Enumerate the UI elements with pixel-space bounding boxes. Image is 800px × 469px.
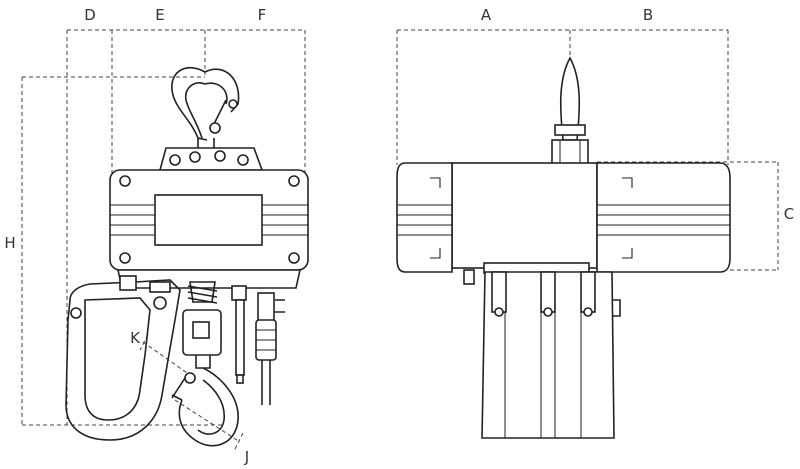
label-c: C <box>784 205 794 223</box>
cable-gland <box>255 292 285 405</box>
label-f: F <box>258 6 267 24</box>
hoist-side-view <box>65 66 309 447</box>
dimension-lines-right <box>396 29 779 271</box>
label-j: J <box>244 448 249 466</box>
label-k: K <box>130 329 141 347</box>
label-b: B <box>643 6 653 24</box>
label-e: E <box>155 6 164 24</box>
front-top-hook <box>551 56 589 167</box>
top-hook <box>171 66 240 151</box>
hoist-front-view <box>396 56 731 439</box>
lower-frame <box>117 269 301 289</box>
bottom-hook <box>171 367 239 447</box>
left-motor-cover <box>396 162 453 273</box>
limit-rod <box>231 285 247 384</box>
label-d: D <box>84 6 96 24</box>
front-body <box>451 162 598 269</box>
chain-bucket <box>65 279 181 441</box>
front-chain-box <box>481 271 621 439</box>
label-a: A <box>481 6 492 24</box>
bottom-hook-block <box>182 281 222 369</box>
label-h: H <box>4 234 15 252</box>
dimension-lines-left <box>21 29 306 452</box>
name-plate <box>154 194 263 246</box>
right-motor-cover <box>596 162 731 273</box>
